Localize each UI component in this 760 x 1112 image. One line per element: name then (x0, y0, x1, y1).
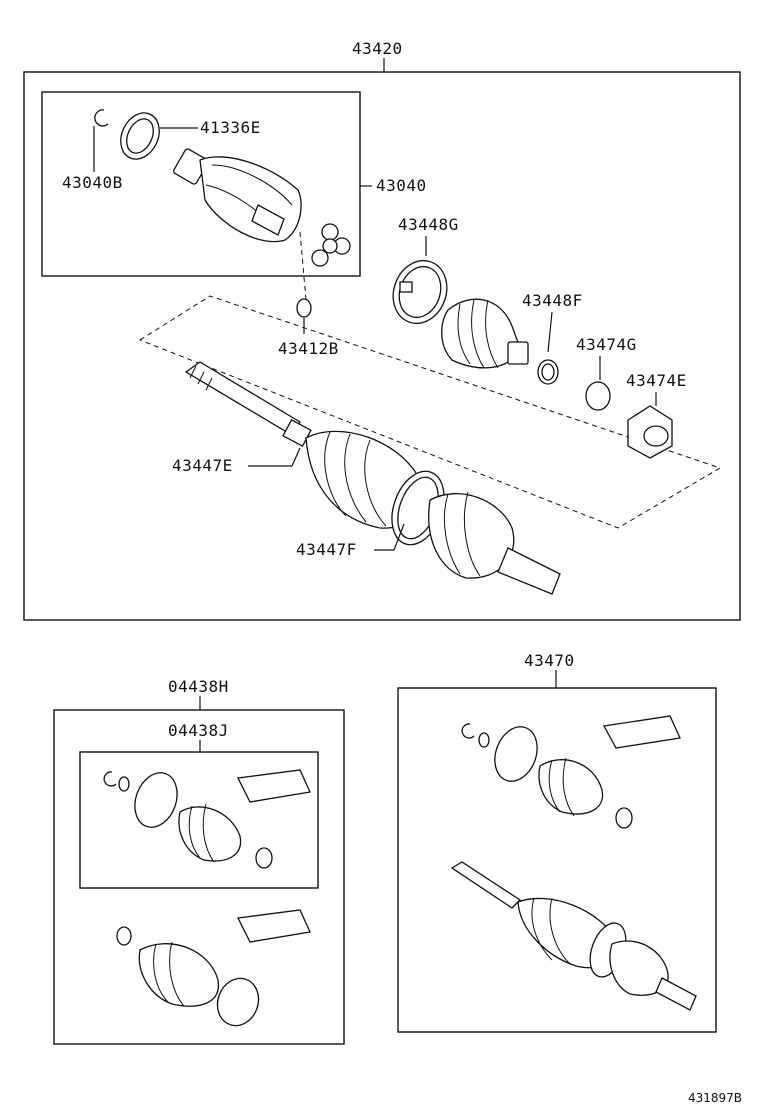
kit-43470-ring[interactable] (478, 732, 490, 748)
label-43412b[interactable]: 43412B (278, 339, 339, 358)
kit-43470-boot[interactable] (538, 759, 604, 815)
label-43447f[interactable]: 43447F (296, 540, 357, 559)
label-43448f[interactable]: 43448F (522, 291, 583, 310)
label-41336e[interactable]: 41336E (200, 118, 261, 137)
diagram-code: 431897B (688, 1091, 742, 1105)
label-43448g[interactable]: 43448G (398, 215, 459, 234)
kit-04438h: 04438H 04438J (53, 677, 345, 1045)
label-43420[interactable]: 43420 (352, 39, 403, 58)
label-43040b[interactable]: 43040B (62, 173, 123, 192)
label-04438j[interactable]: 04438J (168, 721, 229, 740)
boot-clamp-43448f[interactable] (537, 359, 559, 385)
inboard-boot[interactable] (441, 298, 529, 369)
kit-h-grease-pack[interactable] (237, 909, 311, 943)
kit-j-clamp-small[interactable] (255, 847, 273, 869)
frame-43470 (397, 687, 717, 1033)
kit-43470-clamp-small[interactable] (615, 807, 633, 829)
outboard-boot-assembly[interactable] (305, 430, 561, 595)
snap-ring-43040b[interactable] (94, 109, 109, 127)
label-43470[interactable]: 43470 (524, 651, 575, 670)
label-43474e[interactable]: 43474E (626, 371, 687, 390)
frame-04438j (79, 751, 319, 889)
drive-shaft[interactable] (184, 361, 312, 447)
label-43447e[interactable]: 43447E (172, 456, 233, 475)
kit-43470-shaft-assembly[interactable] (450, 861, 697, 1011)
kit-h-boot[interactable] (138, 943, 219, 1007)
boot-clamp-43448g[interactable] (385, 253, 456, 331)
dashed-group-outline (138, 295, 722, 529)
frame-04438h (53, 709, 345, 1045)
kit-j-clamp-large[interactable] (128, 767, 185, 833)
kit-43470: 43470 (397, 651, 717, 1033)
assembly-43420: 43420 43040 43040B 41336E (23, 39, 741, 621)
frame-43420 (23, 71, 741, 621)
kit-j-boot[interactable] (178, 806, 242, 862)
kit-h-clamp[interactable] (211, 973, 265, 1032)
kit-j-snap-ring[interactable] (103, 771, 117, 787)
kit-43470-clamp-large[interactable] (488, 721, 545, 787)
kit-43470-snap-ring[interactable] (461, 723, 475, 739)
label-04438h[interactable]: 04438H (168, 677, 229, 696)
kit-43470-grease-pack[interactable] (602, 715, 681, 749)
kit-h-ring[interactable] (116, 926, 132, 946)
kit-j-ring[interactable] (118, 776, 130, 792)
frame-43040 (41, 91, 361, 277)
label-43040[interactable]: 43040 (376, 176, 427, 195)
label-43474g[interactable]: 43474G (576, 335, 637, 354)
inboard-joint-housing[interactable] (173, 148, 302, 243)
tripod-joint[interactable] (311, 223, 351, 267)
snap-ring-43412b[interactable] (296, 298, 312, 318)
kit-j-grease-pack[interactable] (237, 769, 311, 803)
damper-43474e[interactable] (627, 405, 673, 459)
ring-43474g[interactable] (585, 381, 611, 411)
